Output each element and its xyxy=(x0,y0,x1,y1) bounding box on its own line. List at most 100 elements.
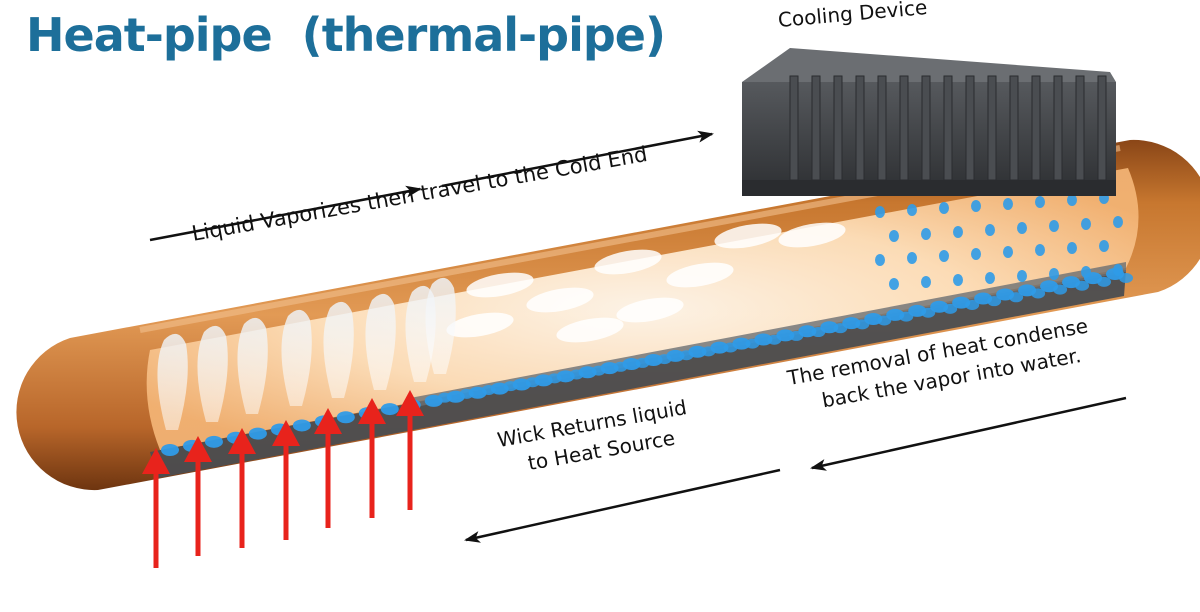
wick-droplet xyxy=(1119,273,1133,283)
condensation-droplet xyxy=(971,248,981,260)
heatsink-fin xyxy=(921,75,931,181)
condensation-droplets xyxy=(875,192,1123,290)
heatsink-fin xyxy=(1009,75,1019,181)
condensation-droplet xyxy=(985,272,995,284)
wick-droplet xyxy=(710,341,729,354)
wick-droplet xyxy=(248,427,267,440)
wick-droplet xyxy=(1031,288,1046,299)
heat-arrow-head xyxy=(184,436,212,462)
condensation-droplet xyxy=(1035,196,1045,208)
condense-arrow xyxy=(810,396,1127,471)
wick-droplet xyxy=(732,337,751,350)
wick-droplet xyxy=(754,333,773,346)
vapor-plumes xyxy=(157,277,456,430)
heatsink-fin xyxy=(811,75,821,181)
heatsink-fin xyxy=(855,75,865,181)
condensation-droplet xyxy=(1081,266,1091,278)
vapor-cloud xyxy=(714,223,782,249)
heat-arrow-head xyxy=(396,390,424,416)
condensation-droplet xyxy=(889,230,899,242)
heatsink-fin xyxy=(877,75,887,181)
heatsink-fin xyxy=(1053,75,1063,181)
condensation-droplet xyxy=(939,250,949,262)
condensation-droplet xyxy=(921,228,931,240)
vapor-cloud xyxy=(466,272,534,298)
wick-droplet xyxy=(688,345,707,358)
vapor-plume xyxy=(157,333,188,430)
condensation-droplet xyxy=(1067,242,1077,254)
heatsink-icon xyxy=(742,48,1116,196)
condensation-droplet xyxy=(907,252,917,264)
condensation-droplet xyxy=(875,254,885,266)
wick-droplet xyxy=(622,358,641,371)
condensation-droplet xyxy=(875,206,885,218)
heat-arrow-head xyxy=(272,420,300,446)
condensation-droplet xyxy=(1017,270,1027,282)
wick-droplet xyxy=(987,296,1002,307)
heatsink-fin xyxy=(943,75,953,181)
vapor-plume xyxy=(237,317,268,414)
wick-droplet xyxy=(666,349,685,362)
heatsink-fin xyxy=(965,75,975,181)
heat-arrow-head xyxy=(142,448,170,474)
condensation-droplet xyxy=(921,276,931,288)
heatsink-fin xyxy=(1075,75,1085,181)
heatsink-fin xyxy=(1031,75,1041,181)
wick-droplet xyxy=(820,321,839,334)
wick-droplet xyxy=(1009,292,1024,303)
condensation-droplet xyxy=(971,200,981,212)
wick-droplet xyxy=(943,303,958,314)
vapor-plume xyxy=(425,277,456,374)
condensation-droplet xyxy=(953,226,963,238)
wick-droplet xyxy=(380,403,399,416)
vapor-arrow-left xyxy=(149,185,422,242)
wick-droplet xyxy=(644,353,663,366)
wick-droplet xyxy=(965,300,980,311)
condensation-droplet xyxy=(889,278,899,290)
heatsink-base xyxy=(742,180,1116,196)
wick-droplet xyxy=(921,307,936,318)
wick-droplet xyxy=(204,435,223,448)
condensation-droplet xyxy=(1081,218,1091,230)
vapor-cloud xyxy=(616,297,684,323)
vapor-plume xyxy=(323,301,354,398)
page-title: Heat-pipe (thermal-pipe) xyxy=(26,8,666,62)
vapor-plume xyxy=(197,325,228,422)
condensation-droplet xyxy=(939,202,949,214)
condensation-droplet xyxy=(1017,222,1027,234)
condensation-droplet xyxy=(953,274,963,286)
vapor-plume xyxy=(365,293,396,390)
condensation-droplet xyxy=(985,224,995,236)
vapor-cloud xyxy=(594,249,662,275)
heatsink-fin xyxy=(789,75,799,181)
heat-arrow-head xyxy=(314,408,342,434)
condensation-droplet xyxy=(1099,240,1109,252)
heatsink-fin xyxy=(833,75,843,181)
heat-arrow-head xyxy=(358,398,386,424)
condensation-droplet xyxy=(1113,216,1123,228)
heatsink-top xyxy=(742,48,1116,82)
wick-droplet xyxy=(798,325,817,338)
condensation-droplet xyxy=(1049,220,1059,232)
heatsink-fins xyxy=(789,75,1107,181)
heat-input-arrows xyxy=(142,390,424,568)
vapor-cloud xyxy=(526,287,594,313)
condensation-droplet xyxy=(1049,268,1059,280)
condensation-droplet xyxy=(1003,246,1013,258)
condensation-droplet xyxy=(1113,264,1123,276)
condensation-droplet xyxy=(907,204,917,216)
condensation-droplet xyxy=(1035,244,1045,256)
vapor-arrow-right xyxy=(441,130,714,188)
condensation-droplet xyxy=(1003,198,1013,210)
heatsink-fin xyxy=(899,75,909,181)
wick-droplet xyxy=(292,419,311,432)
wick-droplets xyxy=(161,268,1133,456)
wick-droplet xyxy=(1075,280,1090,291)
condensation-droplet xyxy=(1067,194,1077,206)
vapor-clouds xyxy=(446,222,846,343)
wick-return-arrow xyxy=(464,468,781,543)
wick-droplet xyxy=(336,411,355,424)
vapor-cloud xyxy=(556,317,624,343)
vapor-cloud xyxy=(446,312,514,338)
